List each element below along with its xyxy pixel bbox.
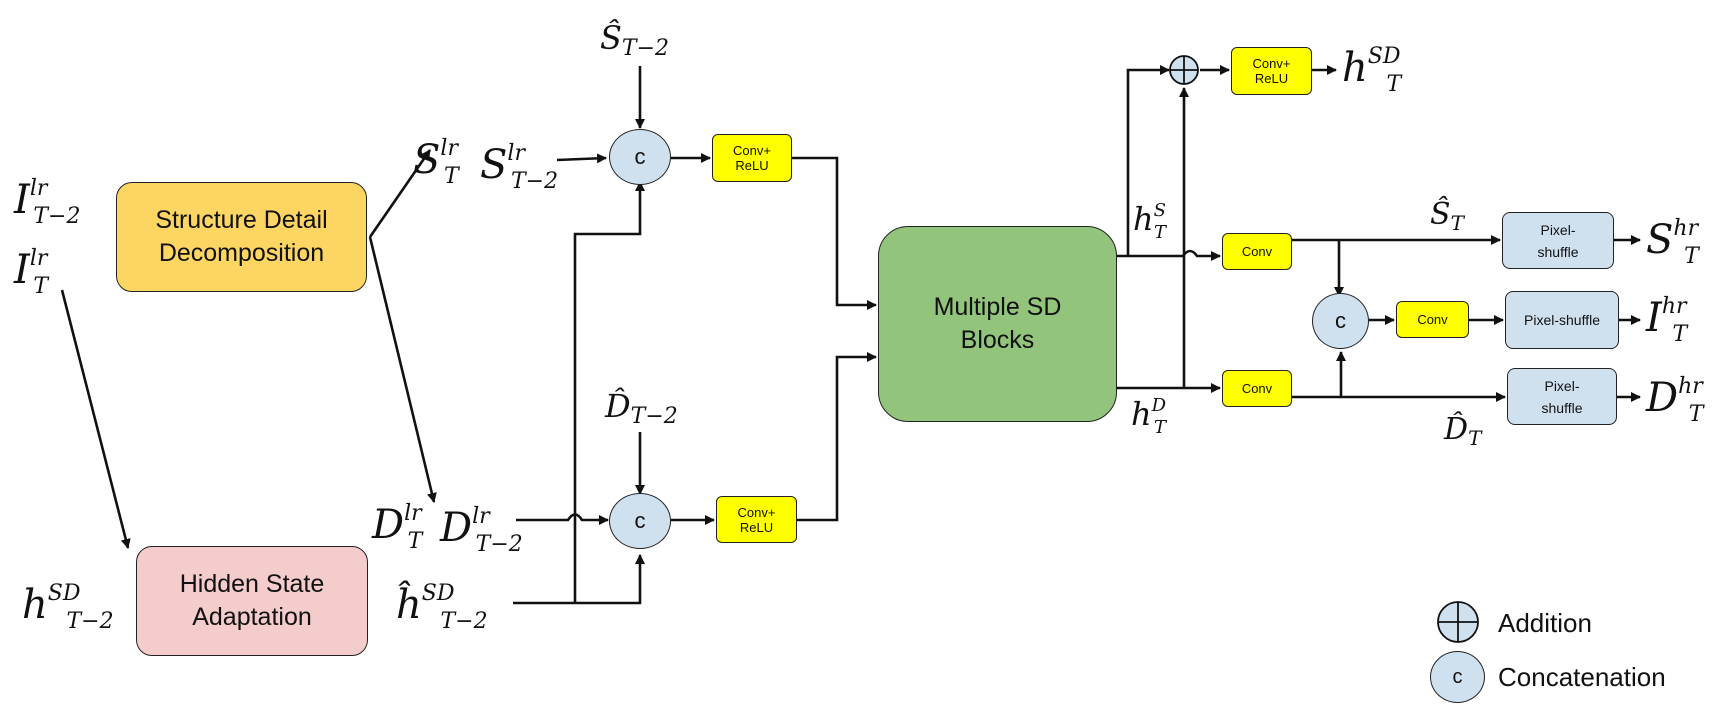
- legend-addition-label: Addition: [1498, 608, 1592, 638]
- label-d-hat-t: D̂T: [1444, 412, 1482, 450]
- conv-relu-top: Conv+ ReLU: [712, 134, 792, 182]
- label-d-lr-t-minus-2: DlrT−2: [440, 504, 523, 557]
- label-s-hat-t: ŜT: [1430, 197, 1464, 235]
- label-i-lr-t: IlrT: [14, 246, 49, 299]
- label-h-sd-t: hSDT: [1342, 44, 1402, 97]
- label-i-lr-t-minus-2: IlrT−2: [14, 176, 81, 229]
- arrow-it-to-hsa: [60, 289, 131, 549]
- conv-relu-bottom: Conv+ ReLU: [716, 496, 797, 543]
- concat-operator-bottom: c: [609, 493, 671, 549]
- pixel-shuffle-image: Pixel-shuffle: [1505, 291, 1619, 349]
- label-s-lr-t-minus-2: SlrT−2: [480, 141, 559, 194]
- arrow-d-to-concat: [516, 513, 609, 525]
- concat-operator-top: c: [609, 129, 671, 185]
- label-s-lr-t: SlrT: [413, 136, 459, 189]
- pixel-shuffle-detail: Pixel-shuffle: [1507, 368, 1617, 425]
- conv-relu-output: Conv+ ReLU: [1231, 47, 1312, 95]
- label-h-hat-sd-t-minus-2: ĥSDT−2: [396, 581, 488, 634]
- legend-concatenation-icon: c: [1430, 651, 1485, 703]
- label-h-s-t: hST: [1133, 200, 1166, 243]
- arrow-sdd-to-dt: [368, 236, 437, 503]
- arrow-hhat-to-concat-top: [573, 181, 645, 603]
- concat-operator-mid: c: [1312, 293, 1369, 349]
- arrow-hs-to-add: [1126, 65, 1170, 256]
- arrow-convrelu-to-msd-top: [792, 156, 877, 310]
- label-d-hr-t: DhrT: [1646, 374, 1704, 427]
- conv-image: Conv: [1396, 301, 1469, 338]
- addition-operator: [1169, 55, 1199, 85]
- label-i-hr-t: IhrT: [1646, 294, 1688, 347]
- label-h-d-t: hDT: [1131, 395, 1167, 438]
- arrow-s-to-concat: [556, 153, 607, 164]
- conv-detail: Conv: [1222, 370, 1292, 407]
- label-d-lr-t: DlrT: [372, 501, 423, 554]
- legend-addition-icon: [1437, 601, 1479, 643]
- conv-structure: Conv: [1222, 233, 1292, 270]
- arrow-hs-to-conv: [1117, 249, 1221, 261]
- label-s-hr-t: ShrT: [1646, 216, 1699, 269]
- arrow-convrelu-to-msd-bottom: [797, 352, 877, 522]
- hidden-state-adaptation-block: Hidden State Adaptation: [136, 546, 368, 656]
- label-h-sd-t-minus-2: hSDT−2: [22, 581, 114, 634]
- label-s-hat-t-minus-2: ŜT−2: [600, 19, 670, 61]
- arrow-hhat-to-concat-bottom: [513, 554, 645, 605]
- label-d-hat-t-minus-2: D̂T−2: [605, 387, 678, 429]
- structure-detail-decomposition-block: Structure Detail Decomposition: [116, 182, 367, 292]
- legend-concatenation-label: Concatenation: [1498, 662, 1666, 692]
- arrow-sdd-to-st: [368, 149, 432, 238]
- multiple-sd-blocks: Multiple SD Blocks: [878, 226, 1117, 422]
- pixel-shuffle-structure: Pixel-shuffle: [1502, 212, 1614, 269]
